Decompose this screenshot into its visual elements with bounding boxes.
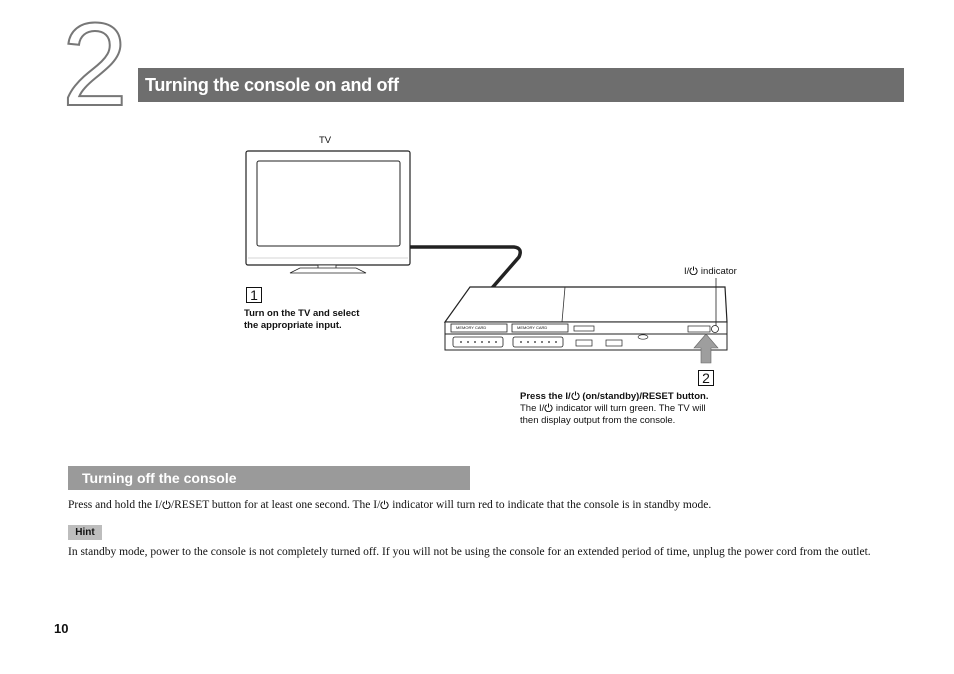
step-2-line2: The I/ indicator will turn green. The TV… <box>520 403 706 414</box>
step-1-line2: the appropriate input. <box>244 320 342 331</box>
section-bar <box>68 466 470 490</box>
indicator-label: I/ indicator <box>684 266 737 277</box>
power-icon <box>544 403 553 412</box>
hint-label: Hint <box>68 525 102 540</box>
console-illustration <box>443 286 728 351</box>
hint-text: In standby mode, power to the console is… <box>68 546 871 558</box>
section-title: Turning off the console <box>82 470 237 486</box>
page-number: 10 <box>54 621 69 636</box>
press-arrow <box>693 333 719 364</box>
title-bar <box>138 68 904 102</box>
step-1-line1: Turn on the TV and select <box>244 308 360 319</box>
step-2-line3: then display output from the console. <box>520 415 676 426</box>
power-icon <box>571 391 580 400</box>
section-body: Press and hold the I//RESET button for a… <box>68 499 712 511</box>
power-icon <box>162 500 171 509</box>
page-title: Turning the console on and off <box>145 75 399 95</box>
av-cable <box>410 245 522 290</box>
step-2-line1: Press the I/ (on/standby)/RESET button. <box>520 391 709 402</box>
tv-illustration <box>245 150 411 274</box>
step-2-box: 2 <box>698 370 714 386</box>
slot-label: MEMORY CARD <box>456 325 487 330</box>
slot-label: MEMORY CARD <box>517 325 548 330</box>
power-icon <box>689 266 698 275</box>
power-icon <box>380 500 389 509</box>
step-1-box: 1 <box>246 287 262 303</box>
chapter-number: 2 <box>61 0 129 131</box>
tv-label: TV <box>319 135 332 146</box>
